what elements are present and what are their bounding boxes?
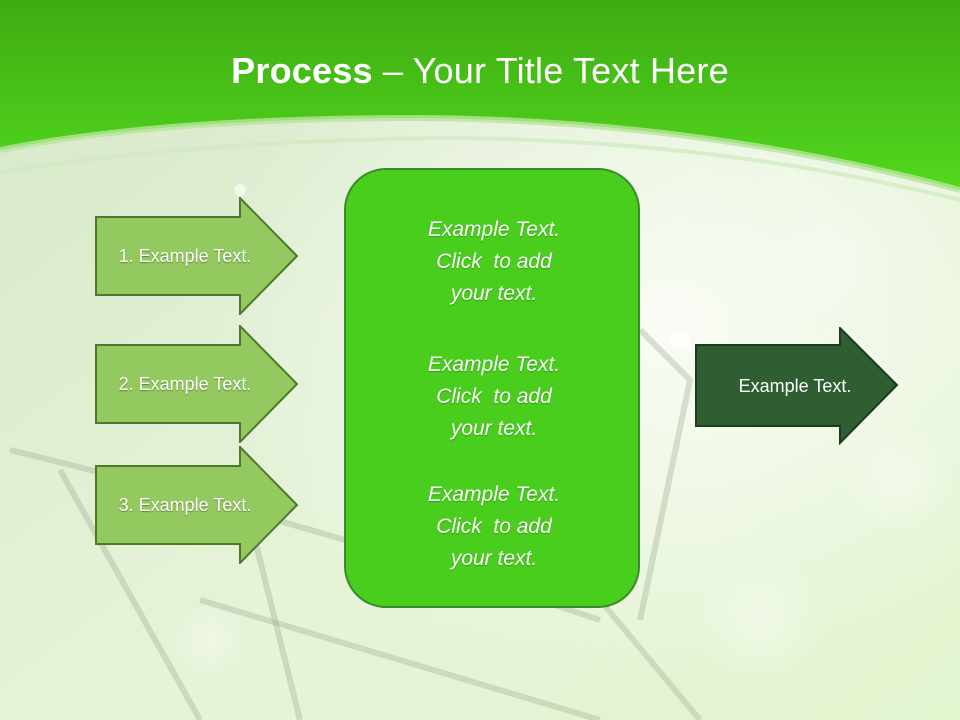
input-arrow-3[interactable]: 3. Example Text.: [95, 446, 300, 564]
output-arrow[interactable]: Example Text.: [695, 327, 900, 445]
process-text-block-3[interactable]: Example Text. Click to add your text.: [346, 479, 642, 575]
process-box[interactable]: Example Text. Click to add your text. Ex…: [344, 168, 640, 608]
block-line: Example Text.: [427, 483, 561, 506]
input-arrow-label: 2. Example Text.: [118, 373, 252, 394]
block-line: Click to add: [436, 250, 552, 273]
block-line: Example Text.: [427, 218, 561, 241]
block-line: your text.: [450, 417, 538, 440]
arrow-right-shape: [95, 446, 299, 564]
block-line: your text.: [450, 282, 538, 305]
block-line: Example Text.: [427, 353, 561, 376]
block-line: Click to add: [436, 515, 552, 538]
slide-title: Process – Your Title Text Here: [0, 50, 960, 92]
title-rest: – Your Title Text Here: [372, 50, 729, 91]
output-arrow-label: Example Text.: [738, 375, 852, 396]
title-bold: Process: [231, 50, 373, 91]
block-line: Click to add: [436, 385, 552, 408]
input-arrow-label: 3. Example Text.: [118, 494, 252, 515]
arrow-right-shape: [95, 197, 299, 315]
arrow-right-shape: [695, 327, 899, 445]
process-text-block-2[interactable]: Example Text. Click to add your text.: [346, 349, 642, 445]
process-text-block-1[interactable]: Example Text. Click to add your text.: [346, 214, 642, 310]
block-line: your text.: [450, 547, 538, 570]
input-arrow-2[interactable]: 2. Example Text.: [95, 325, 300, 443]
input-arrow-label: 1. Example Text.: [118, 245, 252, 266]
arrow-right-shape: [95, 325, 299, 443]
input-arrow-1[interactable]: 1. Example Text.: [95, 197, 300, 315]
